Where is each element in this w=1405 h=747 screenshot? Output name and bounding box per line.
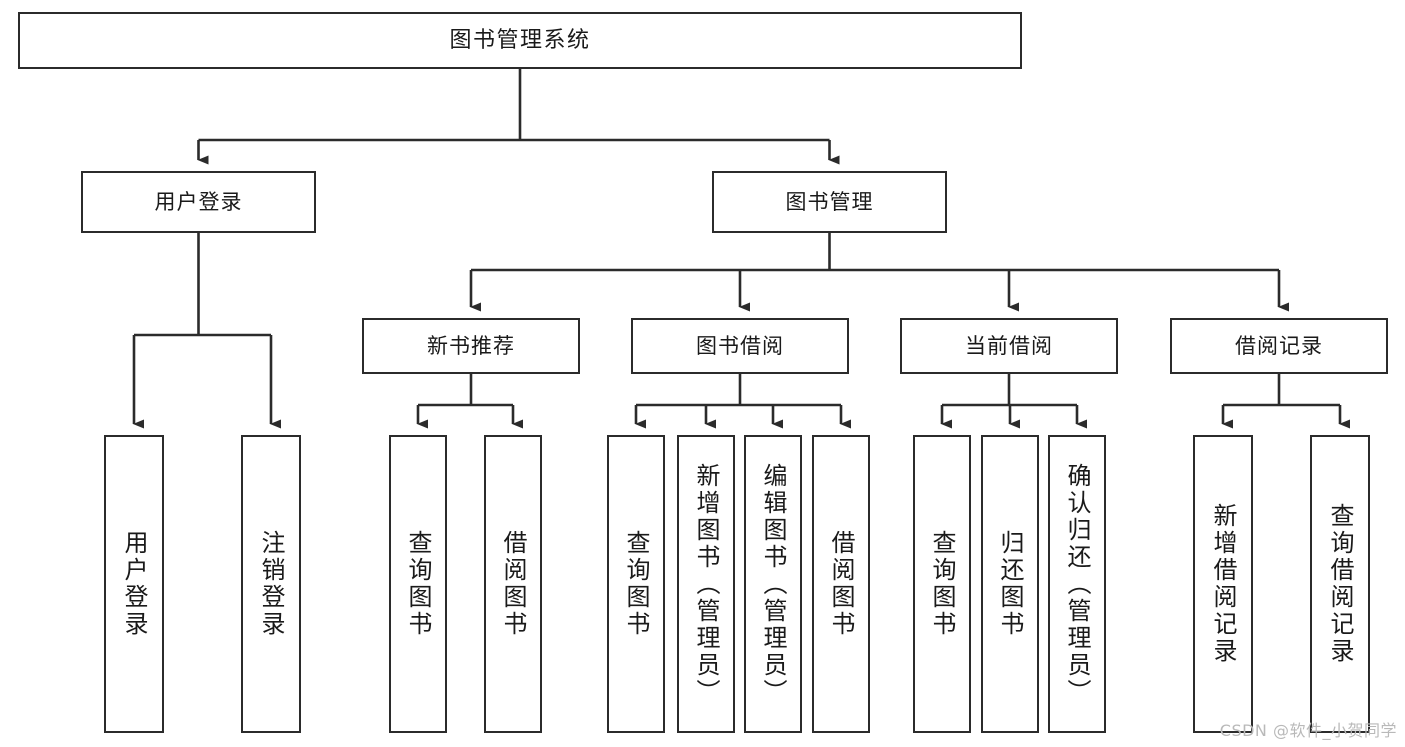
node-leaf-query-2[interactable]: 查询图书 bbox=[607, 435, 665, 733]
node-label: 新书推荐 bbox=[427, 333, 515, 358]
node-leaf-logout[interactable]: 注销登录 bbox=[241, 435, 301, 733]
node-label: 用户登录 bbox=[120, 530, 148, 638]
node-leaf-borrow-2[interactable]: 借阅图书 bbox=[812, 435, 870, 733]
node-label: 新增图书（管理员） bbox=[692, 462, 720, 706]
node-label: 图书管理系统 bbox=[449, 27, 591, 53]
node-current-borrow[interactable]: 当前借阅 bbox=[900, 318, 1118, 374]
node-book-manage[interactable]: 图书管理 bbox=[712, 171, 947, 233]
node-label: 注销登录 bbox=[257, 530, 285, 638]
node-borrow-record[interactable]: 借阅记录 bbox=[1170, 318, 1388, 374]
node-leaf-query-1[interactable]: 查询图书 bbox=[389, 435, 447, 733]
node-leaf-edit-book[interactable]: 编辑图书（管理员） bbox=[744, 435, 802, 733]
node-label: 归还图书 bbox=[996, 530, 1024, 638]
node-label: 图书借阅 bbox=[696, 333, 784, 358]
csdn-watermark: CSDN @软件_小贺同学 bbox=[1219, 721, 1397, 740]
node-label: 查询图书 bbox=[404, 530, 432, 638]
node-leaf-add-book[interactable]: 新增图书（管理员） bbox=[677, 435, 735, 733]
node-leaf-user-login[interactable]: 用户登录 bbox=[104, 435, 164, 733]
node-root[interactable]: 图书管理系统 bbox=[18, 12, 1022, 69]
node-label: 查询借阅记录 bbox=[1326, 503, 1354, 665]
node-label: 用户登录 bbox=[154, 189, 243, 214]
node-label: 确认归还（管理员） bbox=[1063, 462, 1091, 706]
node-leaf-borrow-1[interactable]: 借阅图书 bbox=[484, 435, 542, 733]
node-label: 借阅图书 bbox=[827, 530, 855, 638]
node-leaf-return[interactable]: 归还图书 bbox=[981, 435, 1039, 733]
node-label: 图书管理 bbox=[785, 189, 874, 214]
node-label: 查询图书 bbox=[928, 530, 956, 638]
node-book-borrow[interactable]: 图书借阅 bbox=[631, 318, 849, 374]
node-label: 借阅记录 bbox=[1235, 333, 1323, 358]
node-label: 新增借阅记录 bbox=[1209, 503, 1237, 665]
node-leaf-query-3[interactable]: 查询图书 bbox=[913, 435, 971, 733]
node-label: 借阅图书 bbox=[499, 530, 527, 638]
node-new-book-rec[interactable]: 新书推荐 bbox=[362, 318, 580, 374]
node-leaf-confirm[interactable]: 确认归还（管理员） bbox=[1048, 435, 1106, 733]
node-leaf-add-record[interactable]: 新增借阅记录 bbox=[1193, 435, 1253, 733]
node-label: 查询图书 bbox=[622, 530, 650, 638]
node-user-login[interactable]: 用户登录 bbox=[81, 171, 316, 233]
node-leaf-query-rec[interactable]: 查询借阅记录 bbox=[1310, 435, 1370, 733]
node-label: 当前借阅 bbox=[965, 333, 1053, 358]
node-label: 编辑图书（管理员） bbox=[759, 462, 787, 706]
